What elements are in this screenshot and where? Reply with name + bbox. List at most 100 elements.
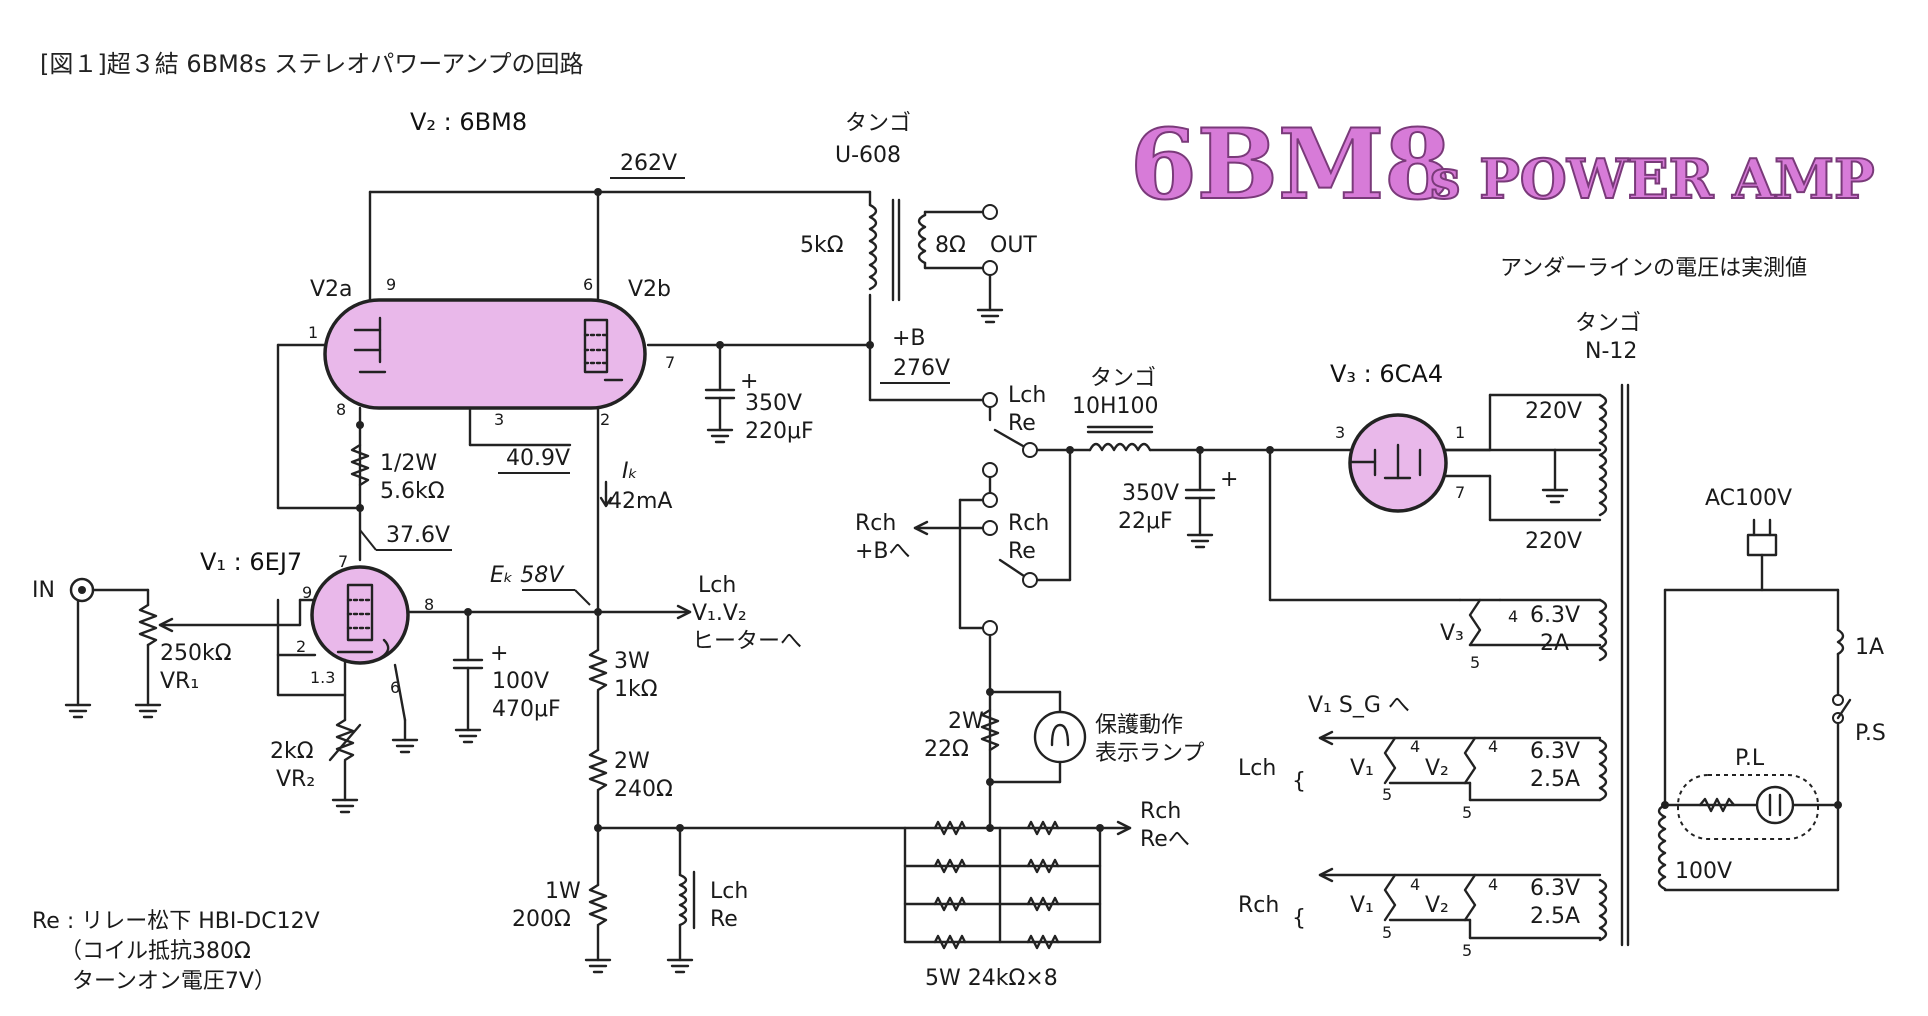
pt-220v-a: 220V (1525, 399, 1582, 424)
current-arrow (599, 480, 613, 508)
lamp-label-2: 表示ランプ (1095, 741, 1204, 766)
plus-b-label: +B (892, 326, 926, 351)
ac-input-label: AC100V (1705, 486, 1792, 511)
power-switch-label: P.S (1855, 721, 1886, 746)
junction-dot (356, 504, 364, 512)
v2-pin-3: 3 (494, 410, 504, 429)
pt-model: N-12 (1585, 339, 1637, 364)
v3-heater-voltage: 6.3V (1530, 603, 1580, 628)
neon-lamp-icon (1755, 785, 1795, 825)
r2w-power: 2W (614, 749, 650, 774)
v1-pin-2: 2 (296, 637, 306, 656)
relay-rch: Rch (1008, 511, 1049, 536)
output-label: OUT (990, 233, 1037, 258)
lch-relay-coil-re: Re (710, 907, 738, 932)
primary-wiring (1663, 588, 1845, 892)
ac-plug-icon (1746, 518, 1778, 592)
rch-bplus-1: Rch (855, 511, 896, 536)
heater-to: ヒーターへ (692, 629, 802, 654)
v3-pin-1: 1 (1455, 423, 1465, 442)
v1-pin-13: 1.3 (310, 668, 335, 687)
capacitor-220uf (704, 343, 736, 444)
pt-220v-b: 220V (1525, 529, 1582, 554)
relay-contact (982, 392, 998, 408)
lch-v1-heater: V₁ (1350, 756, 1374, 781)
bank-resistors (933, 820, 1060, 950)
relay-contact (982, 520, 998, 536)
v1-label: V₁ : 6EJ7 (200, 548, 302, 576)
relay-rch-re: Re (1008, 539, 1036, 564)
rch-heater-wiring (1318, 867, 1602, 940)
junction-dot (594, 824, 602, 832)
lch-heater-wiring (1318, 730, 1602, 802)
rch-heater-voltage: 6.3V (1530, 876, 1580, 901)
primary-voltage: 100V (1675, 859, 1732, 884)
v3-heater-wiring (1458, 598, 1602, 647)
voltage-262: 262V (620, 151, 677, 176)
cap2-plus: + (490, 641, 508, 666)
figure-caption: [図１]超３結 6BM8s ステレオパワーアンプの回路 (40, 50, 584, 78)
vr2-name: VR₂ (276, 767, 315, 792)
r3w-power: 3W (614, 649, 650, 674)
v2b-label: V2b (628, 277, 671, 302)
lamp-filament (1050, 723, 1070, 747)
lch-v2-heater: V₂ (1425, 756, 1449, 781)
v3-heater-pin5: 5 (1470, 653, 1480, 672)
pilot-lamp-resistor (1698, 797, 1736, 813)
ground-symbol (976, 308, 1004, 324)
relay-contact (982, 620, 998, 636)
vr2-value: 2kΩ (270, 739, 314, 764)
v2a-triode-symbol (353, 316, 387, 374)
rch-v1-heater: V₁ (1350, 893, 1374, 918)
relay-contact (982, 462, 998, 478)
rch-v2-heater: V₂ (1425, 893, 1449, 918)
input-label: IN (32, 578, 55, 603)
r200-value: 200Ω (512, 907, 571, 932)
v1-pin-6: 6 (390, 678, 400, 697)
protection-lamp-wiring (980, 690, 1062, 784)
v1-pentode-symbol (336, 583, 390, 660)
voltage-409: 40.9V (506, 446, 570, 471)
lch-pin5-b: 5 (1462, 803, 1472, 822)
v2b-pentode-symbol (583, 318, 624, 382)
v3-rectifier-symbol (1348, 443, 1422, 480)
cap3-voltage: 350V (1122, 481, 1179, 506)
pt-name: タンゴ (1575, 311, 1641, 336)
junction-dot (1834, 801, 1842, 809)
v2-pin-2: 2 (600, 410, 610, 429)
ek-voltage: Eₖ 58V (490, 563, 565, 588)
junction-dot (1096, 824, 1104, 832)
sg-label: V₁ S_G へ (1308, 693, 1410, 718)
lch-pin4-a: 4 (1410, 737, 1420, 756)
rch-pin5-b: 5 (1462, 941, 1472, 960)
relay-contact (982, 492, 998, 508)
rch-bplus-2: +Bへ (855, 539, 911, 564)
pilot-lamp-label: P.L (1735, 746, 1765, 771)
measured-note: アンダーラインの電圧は実測値 (1500, 256, 1807, 281)
heater-lch: Lch (698, 573, 736, 598)
rch-pin5-a: 5 (1382, 923, 1392, 942)
v3-plate-wiring (1444, 393, 1602, 522)
resistor-5k6 (350, 443, 370, 487)
power-switch-icon (1836, 698, 1852, 720)
lch-heater-current: 2.5A (1530, 767, 1580, 792)
junction-dot (986, 824, 994, 832)
voltage-276: 276V (893, 356, 950, 381)
cap3-plus: + (1220, 467, 1238, 492)
v2a-label: V2a (310, 277, 353, 302)
rch-heater-label: Rch (1238, 893, 1279, 918)
v1-plate-wiring (406, 604, 692, 744)
junction-dot (986, 778, 994, 786)
ot-secondary-impedance: 8Ω (935, 233, 966, 258)
r240-value: 240Ω (614, 777, 673, 802)
lch-pin5-a: 5 (1382, 785, 1392, 804)
v1-pin-8: 8 (424, 595, 434, 614)
ground-symbol (64, 703, 162, 719)
pilot-lamp-enclosure (1677, 774, 1819, 840)
v2-tube-envelope (323, 298, 647, 410)
choke-name: タンゴ (1090, 366, 1156, 391)
v3-pin-3: 3 (1335, 423, 1345, 442)
junction-dot (356, 421, 364, 429)
lch-heater-voltage: 6.3V (1530, 739, 1580, 764)
